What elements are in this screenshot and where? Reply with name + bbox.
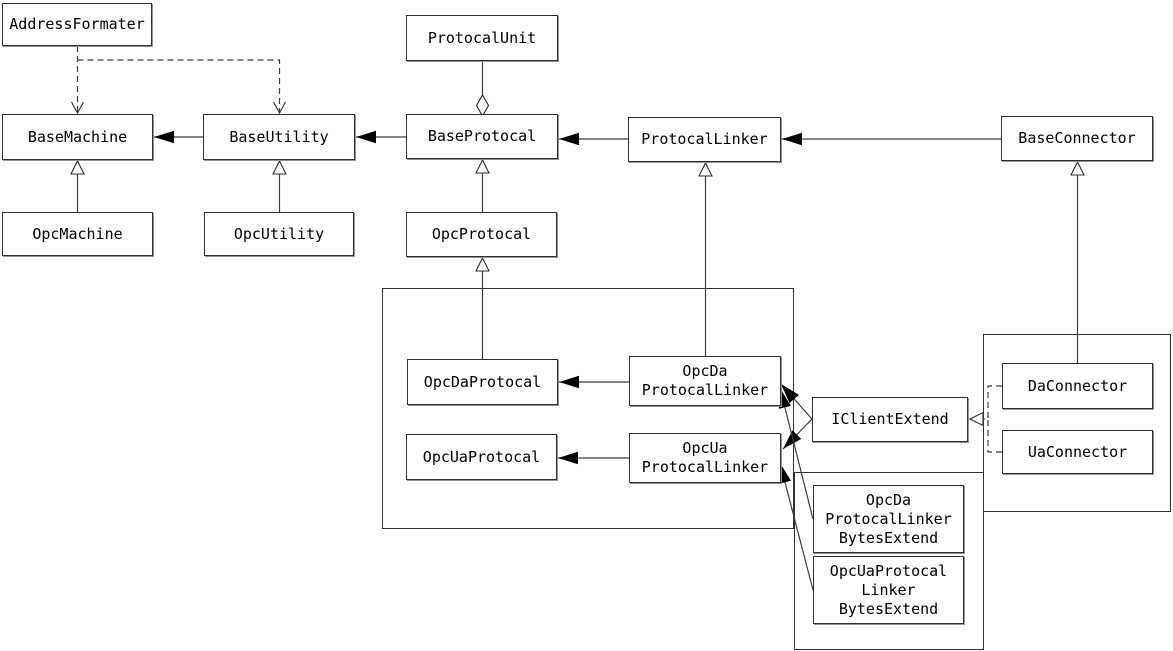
class-box-protocalunit: ProtocalUnit	[406, 15, 558, 61]
class-box-opcdaprotocallinker: OpcDa ProtocalLinker	[629, 356, 781, 406]
class-box-opcuaprotocallinkerbytesextend: OpcUaProtocal Linker BytesExtend	[813, 556, 964, 624]
class-box-opcutility: OpcUtility	[204, 212, 354, 256]
aggregation-diamond-icon	[475, 93, 490, 118]
class-box-opcuaprotocal: OpcUaProtocal	[406, 434, 557, 480]
class-box-basemachine: BaseMachine	[2, 114, 153, 160]
edge-daconnector-iclientextend-realization	[968, 385, 1002, 427]
edge-opcdabytes-opcdalinker	[778, 387, 814, 520]
class-box-daconnector: DaConnector	[1002, 363, 1153, 409]
class-box-baseconnector: BaseConnector	[1001, 116, 1153, 161]
class-box-opcprotocal: OpcProtocal	[406, 212, 557, 257]
class-box-opcmachine: OpcMachine	[2, 212, 153, 256]
class-box-baseutility: BaseUtility	[203, 114, 355, 160]
class-box-iclientextend: IClientExtend	[812, 397, 968, 442]
group-box-bytes-extend	[794, 472, 984, 650]
edge-iclientextend-opcualinker	[782, 418, 813, 450]
class-box-opcdaprotocal: OpcDaProtocal	[407, 359, 558, 405]
edge-iclientextend-opcdalinker	[780, 383, 813, 420]
edge-opcuabytes-opcualinker	[779, 462, 814, 591]
class-box-addressformater: AddressFormater	[2, 3, 152, 46]
edge-addressformater-baseutility-dependency	[77, 59, 286, 115]
class-box-baseprotocal: BaseProtocal	[406, 114, 558, 159]
class-box-opcdaprotocallinkerbytesextend: OpcDa ProtocalLinker BytesExtend	[813, 485, 964, 553]
class-box-opcuaprotocallinker: OpcUa ProtocalLinker	[629, 433, 781, 483]
class-box-protocallinker: ProtocalLinker	[628, 117, 781, 162]
edge-uaconnector-iclientextend-realization	[987, 420, 1002, 453]
class-box-uaconnector: UaConnector	[1002, 430, 1153, 474]
group-box-opc-protocals	[382, 288, 794, 529]
